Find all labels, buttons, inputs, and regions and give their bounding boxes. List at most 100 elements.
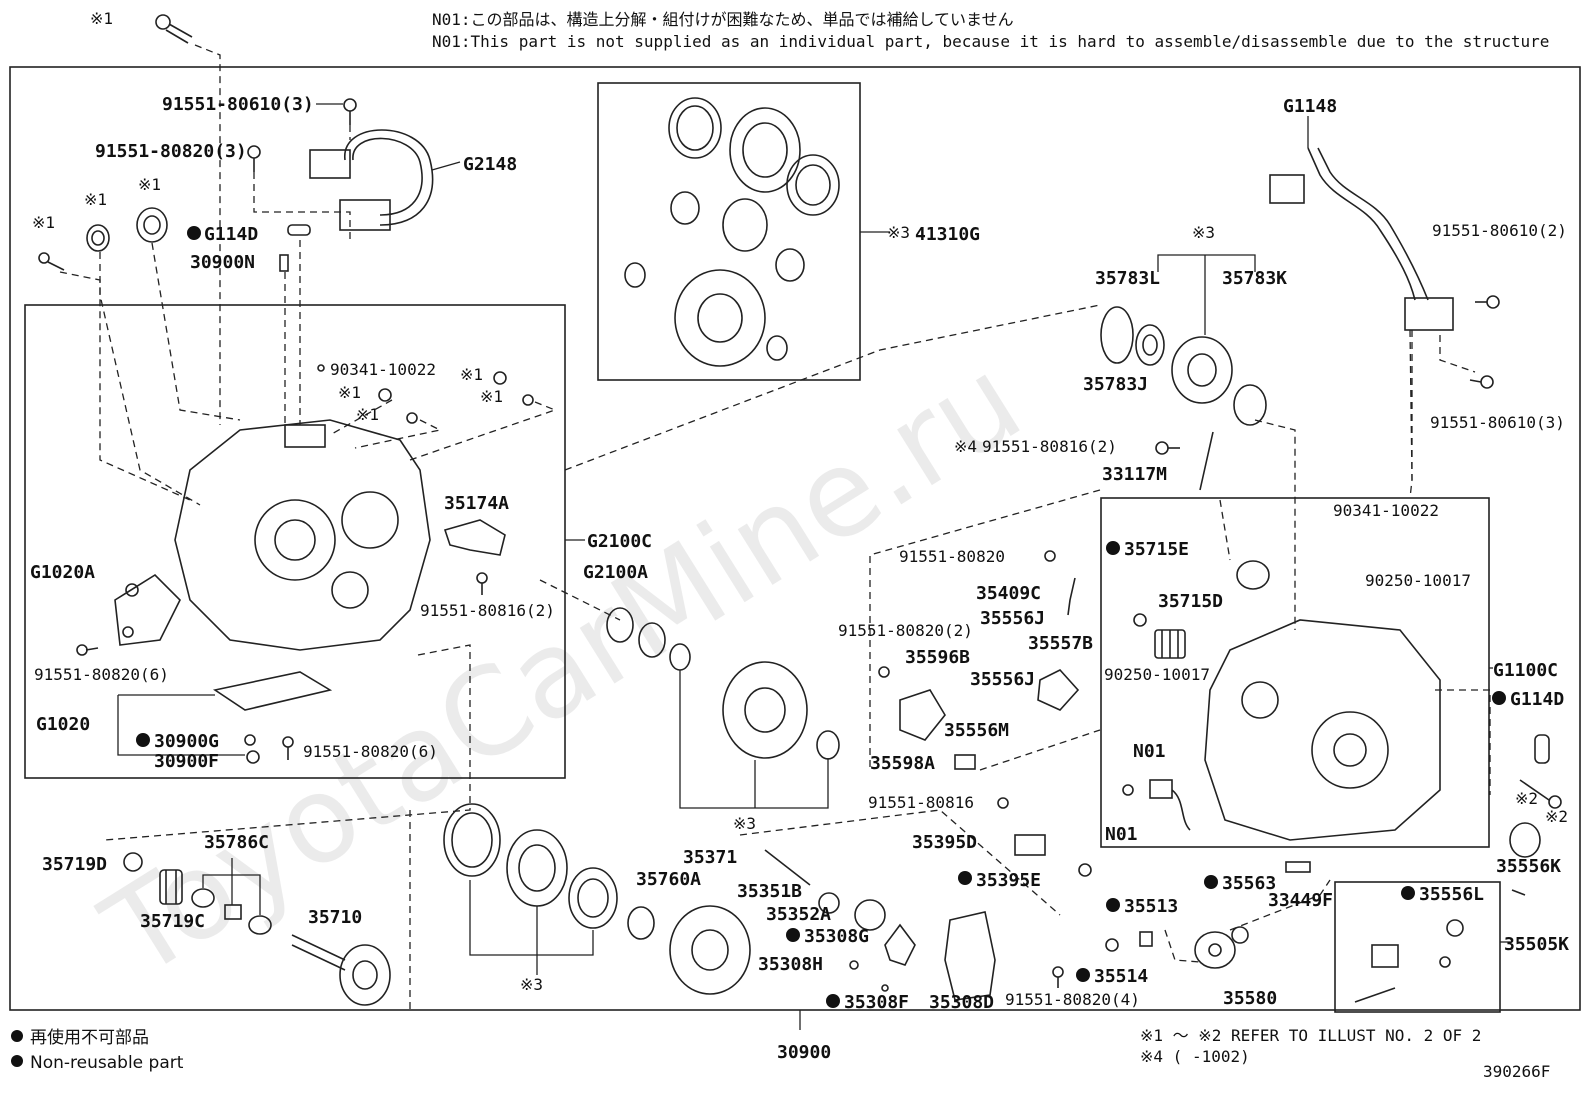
label-35719d: 35719D [42,854,107,875]
diff-case-35760a [669,905,751,995]
shaft-icon-35371 [764,849,811,886]
subframe-differential [597,82,861,381]
label-35556l: 35556L [1419,884,1484,905]
strap-icon-33117m [1199,431,1214,491]
label-91551-80816-2a: 91551-80816(2) [420,601,555,620]
ring-icon-35786c-c [248,915,272,935]
label-90250-10017-b: 90250-10017 [1104,665,1210,684]
part-labels: ※1 91551-80610(3) 91551-80820(3) G2148 ※… [30,9,1569,1013]
label-note1-d: ※1 [338,383,361,402]
label-note3-low: ※3 [520,975,543,994]
bolt-icon-91551-80610-3b [1469,375,1494,389]
oil-pipe-g1020a [114,573,181,646]
label-35308h: 35308H [758,954,823,975]
label-35563: 35563 [1222,873,1276,894]
label-g1020a: G1020A [30,562,95,583]
label-note1-f: ※1 [460,365,483,384]
footnote-line2: ※4 ( -1002) [1140,1047,1250,1066]
label-35352a: 35352A [766,904,831,925]
label-note2-a: ※2 [1515,789,1538,808]
label-35514: 35514 [1094,966,1148,987]
gear-icon-35719c [159,869,183,905]
label-35710: 35710 [308,907,362,928]
leader-35580 [1164,929,1201,963]
label-33449f: 33449F [1268,890,1333,911]
leader-g1148-b [1409,329,1413,481]
label-91551-80820-3: 91551-80820(3) [95,141,247,162]
ring-icon-35786c-b [224,904,242,920]
label-91551-80610-3b: 91551-80610(3) [1430,413,1565,432]
non-reusable-dot [1076,968,1090,982]
legend-en: Non-reusable part [30,1053,184,1073]
label-n01-a: N01 [1133,741,1166,762]
legend-dot-icon [11,1055,23,1067]
strainer-icon-g1020 [212,671,333,711]
clip-icon-g114d-b [1534,734,1550,764]
bolt-icon-91551-80820 [247,145,261,172]
label-n01-b: N01 [1105,824,1138,845]
oring-icon-35719d [123,852,143,872]
label-35719c: 35719C [140,911,205,932]
bolt-icon-91551-80820-6a [76,644,99,656]
label-35557b: 35557B [1028,633,1093,654]
label-91551-80610-2: 91551-80610(2) [1432,221,1567,240]
leader-g1148-bolt [1439,335,1476,373]
valve-body-35505k [1354,919,1464,1003]
shift-parts [878,550,1092,877]
nut-icons-left-frame [317,364,534,424]
oring-icon-35715e [1133,613,1147,627]
label-35715e: 35715E [1124,539,1189,560]
filter-icon-33449f [1285,861,1311,873]
non-reusable-dot [1106,898,1120,912]
non-reusable-dot [786,928,800,942]
wire-harness-g2148 [309,129,434,231]
label-33117m: 33117M [1102,464,1167,485]
leader-g2100a [539,579,621,621]
oring-icon-30900g [244,734,256,746]
seal-icon-b [136,207,168,243]
legend-dot-icon [11,1030,23,1042]
label-35556j-a: 35556J [980,608,1045,629]
clip-icon-g114d [287,224,311,236]
leader-bolt-left [59,271,191,501]
label-note3-mid: ※3 [733,814,756,833]
label-91551-80816-2b: 91551-80816(2) [982,437,1117,456]
label-35409c: 35409C [976,583,1041,604]
label-35174a: 35174A [444,493,509,514]
label-g2100a: G2100A [583,562,648,583]
seal-icon-35556k [1509,822,1541,858]
label-30900g: 30900G [154,731,219,752]
bearing-parts-lower [443,803,655,940]
label-note1-b: ※1 [84,190,107,209]
pin-icon-35308f [881,984,889,992]
label-note1-c: ※1 [32,213,55,232]
watermark: ToyotaCarMine.ru [81,331,1045,1005]
label-35556j-b: 35556J [970,669,1035,690]
label-note1-e: ※1 [356,405,379,424]
differential-g2100a [606,607,840,760]
label-35556m: 35556M [944,720,1009,741]
leader-lower-left [104,644,471,841]
label-35351b: 35351B [737,881,802,902]
label-35308g: 35308G [804,926,869,947]
label-35598a: 35598A [870,753,935,774]
leader-bolt-top [194,44,221,425]
non-reusable-dot [1204,875,1218,889]
bolt-icon-91551-80816-a [476,572,488,595]
bracket-icon-35308d [944,911,996,1001]
leader-35783k [1254,419,1296,630]
shaft-icon-35710 [291,934,391,1006]
bolt-icon-91551-80816-2b [1155,441,1180,455]
leader-nut-b [354,419,442,449]
transaxle-housing-right [1204,619,1441,841]
bracket-icon-35174a [443,519,506,556]
wire-harness-g1148 [1269,147,1454,331]
non-reusable-dot [826,994,840,1008]
bolt-icon-left [38,252,65,271]
leader-35563 [1229,879,1331,931]
gear-icon-35715d [1154,629,1186,659]
leader-seal-b [151,242,241,421]
label-35513: 35513 [1124,896,1178,917]
bolt-icon-top [155,14,193,44]
label-g2100c: G2100C [587,531,652,552]
